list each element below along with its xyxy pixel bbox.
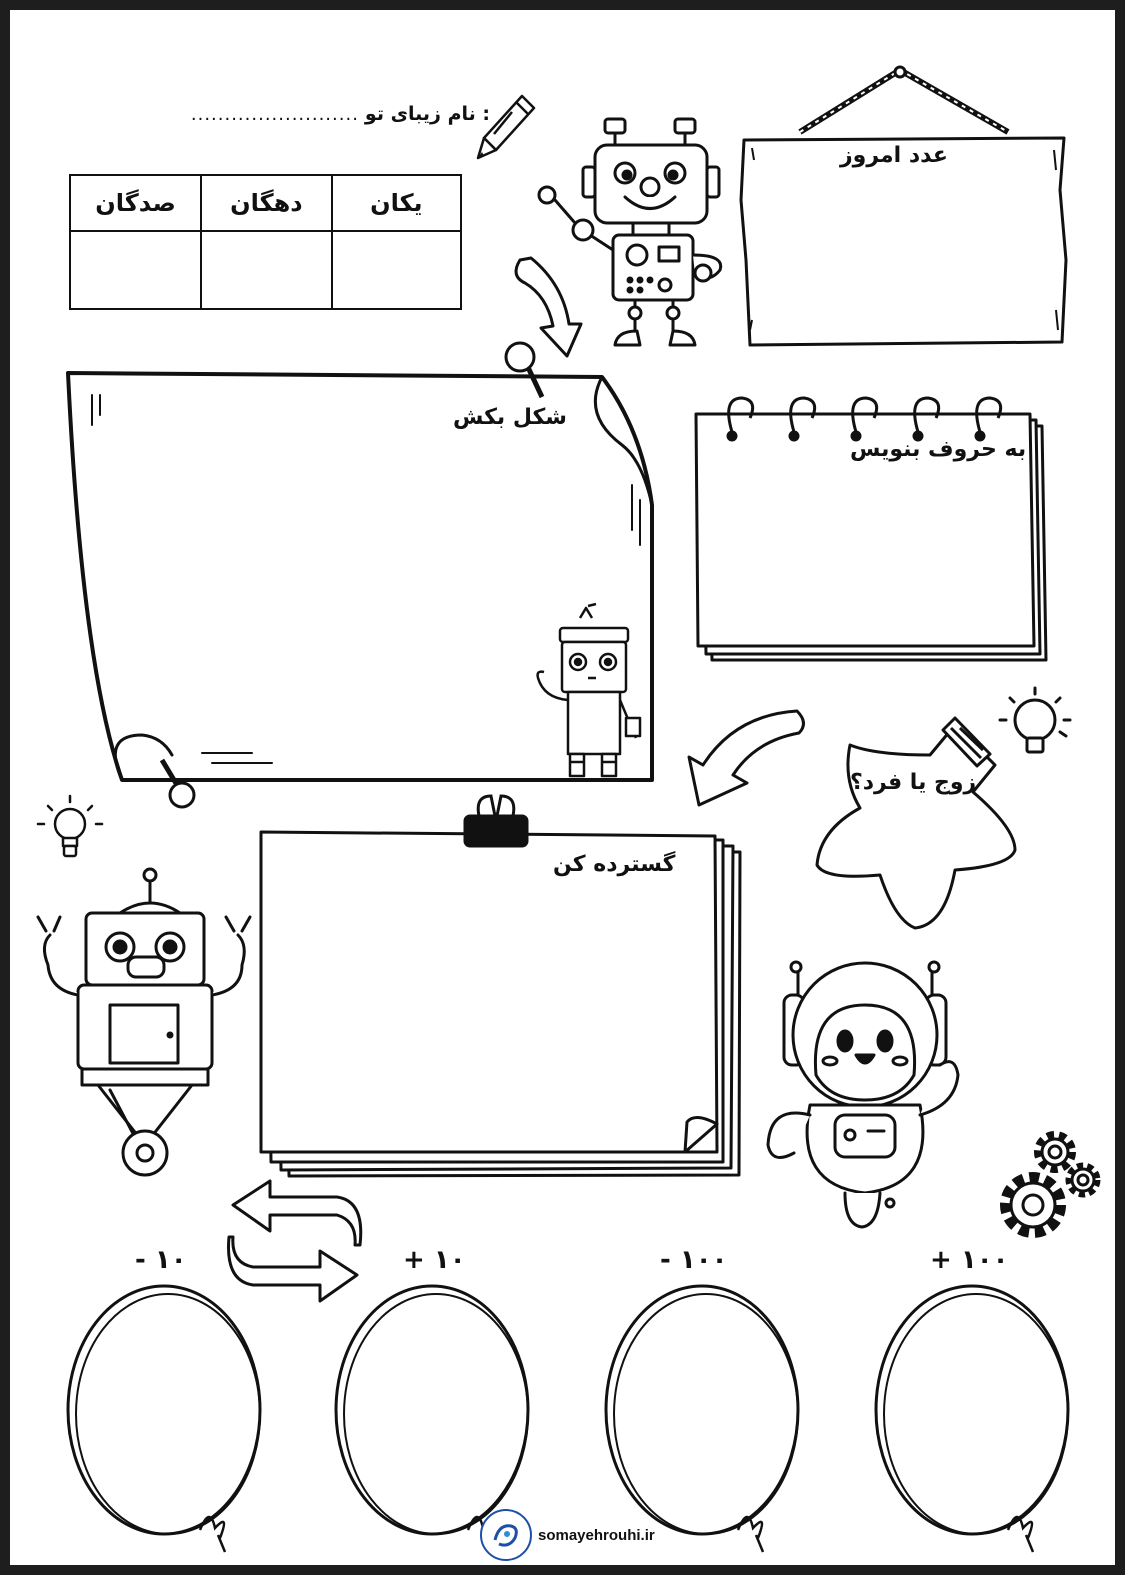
ones-cell[interactable] (330, 230, 463, 310)
tens-header: دهگان (200, 174, 333, 232)
name-input-line[interactable]: ......................... (190, 103, 359, 125)
even-or-odd-label: زوج یا فرد؟ (850, 770, 977, 795)
hundreds-header: صدگان (68, 174, 203, 232)
worksheet-page: نام زیبای تو : .........................… (10, 10, 1115, 1565)
op-plus-100-label: + ۱۰۰ (930, 1245, 1009, 1275)
push-pin-icon (159, 341, 545, 809)
wheel-robot-illustration (36, 867, 252, 1177)
star-shape (815, 716, 1017, 930)
place-value-table: یکان دهگان صدگان (68, 174, 463, 310)
hundreds-cell[interactable] (68, 230, 203, 310)
lightbulb-icon-left (36, 794, 104, 858)
pencil-icon (476, 94, 536, 160)
answer-oval-3[interactable] (598, 1280, 813, 1555)
site-logo (480, 1509, 532, 1561)
gear-icon (1000, 1131, 1101, 1238)
ones-header: یکان (330, 174, 463, 232)
tens-cell[interactable] (200, 230, 333, 310)
curved-arrow-left-icon (687, 709, 805, 807)
draw-shape-area[interactable] (90, 450, 530, 750)
write-in-letters-label: به حروف بنویس (850, 437, 1027, 462)
spiral-notepad (694, 396, 1048, 662)
op-plus-10-label: + ۱۰ (403, 1245, 466, 1275)
stacked-papers (259, 794, 742, 1178)
curved-arrow-down-icon (514, 256, 583, 358)
op-minus-100-label: - ۱۰۰ (660, 1245, 728, 1275)
astronaut-robot-illustration (766, 960, 960, 1229)
name-line: نام زیبای تو : ......................... (170, 98, 490, 130)
rocket-decoration (941, 716, 992, 768)
footer-url[interactable]: somayehrouhi.ir (538, 1526, 655, 1544)
robot-illustration (537, 117, 723, 347)
small-robot-illustration (536, 602, 642, 778)
op-minus-10-label: - ۱۰ (135, 1245, 187, 1275)
footer: somayehrouhi.ir (480, 1505, 655, 1565)
name-label: نام زیبای تو : (364, 103, 490, 125)
hanging-sign (739, 65, 1068, 347)
lightbulb-icon (998, 686, 1072, 754)
expanded-form-area[interactable] (280, 895, 680, 1135)
binder-clip-icon (463, 794, 529, 848)
logo-mark-icon (493, 1524, 518, 1547)
draw-shape-label: شکل بکش (453, 405, 567, 430)
answer-oval-2[interactable] (328, 1280, 543, 1555)
curled-paper (66, 341, 654, 809)
write-in-letters-area[interactable] (710, 480, 1030, 640)
swap-arrows-icon (227, 1179, 363, 1303)
answer-oval-4[interactable] (868, 1280, 1083, 1555)
number-today-label: عدد امروز (840, 143, 948, 168)
answer-oval-1[interactable] (60, 1280, 275, 1555)
expanded-form-label: گسترده کن (553, 852, 676, 877)
number-today-area[interactable] (755, 188, 1055, 333)
